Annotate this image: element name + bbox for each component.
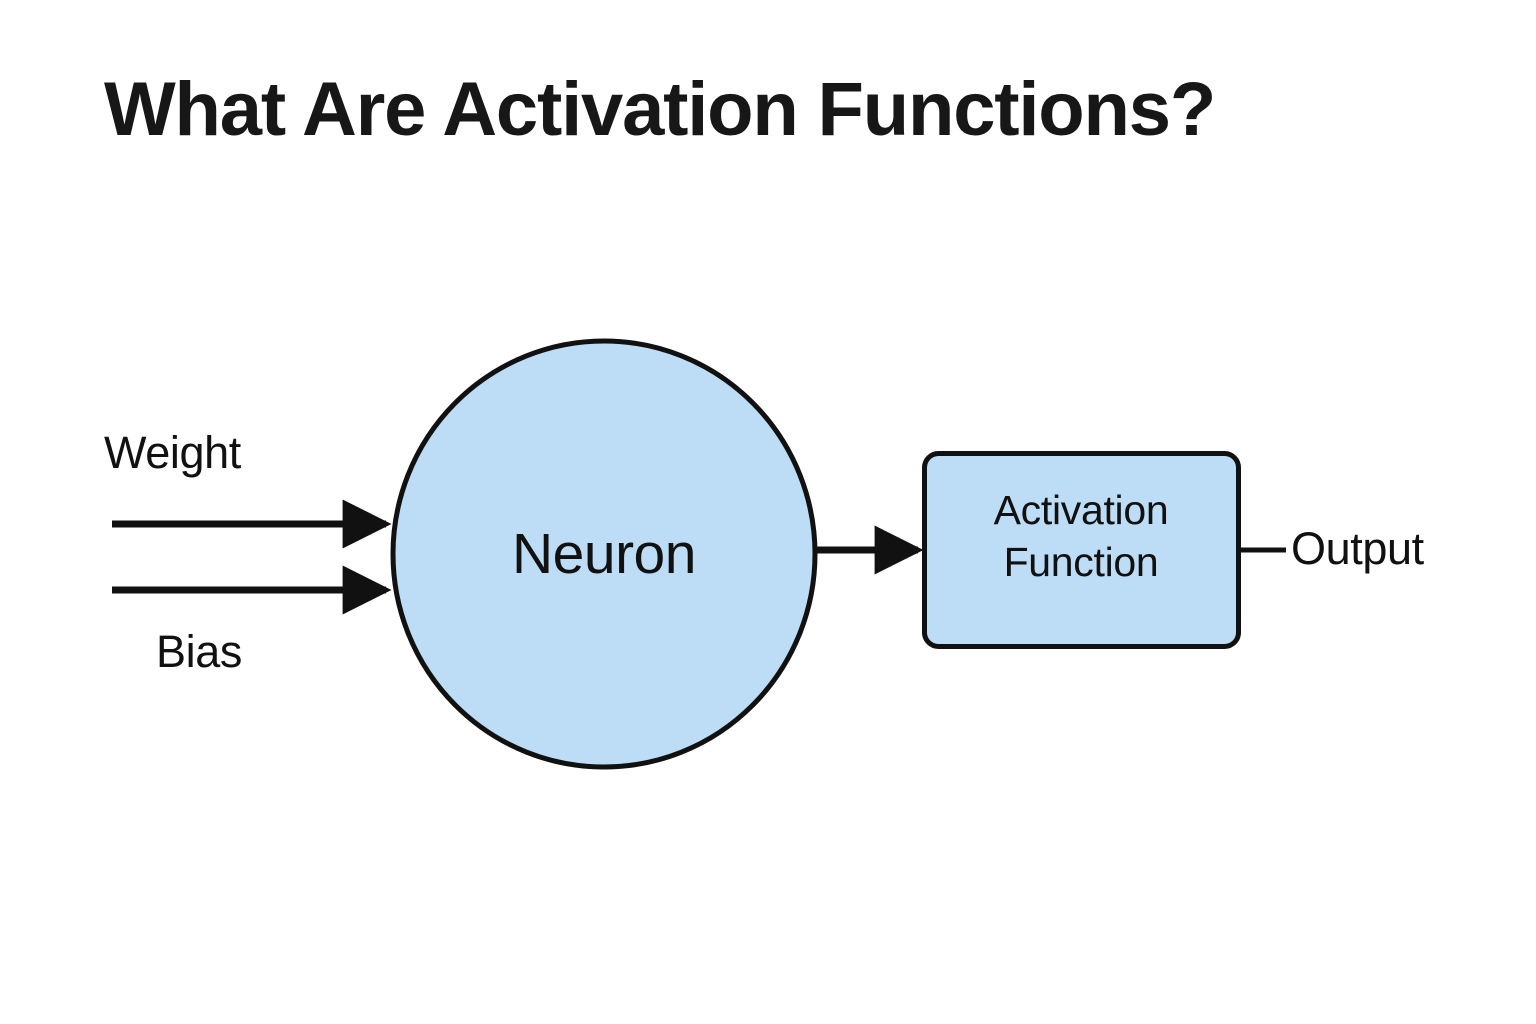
neuron-circle[interactable] [390, 338, 818, 770]
page-title: What Are Activation Functions? [104, 67, 1216, 152]
activation-function-box[interactable] [922, 451, 1241, 649]
